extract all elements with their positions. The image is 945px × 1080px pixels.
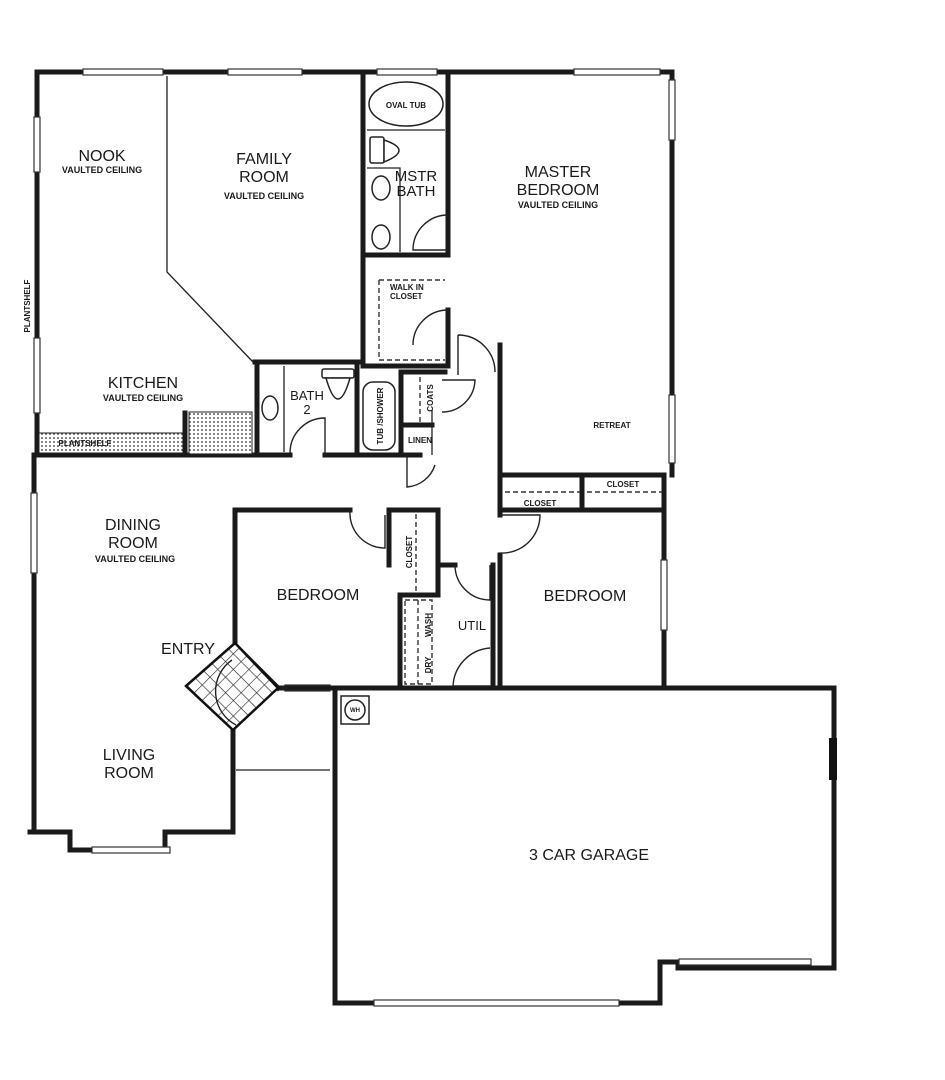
plantshelves [38, 410, 253, 458]
water-heater-icon [344, 699, 366, 721]
label-mstr-bath-1: MSTR [395, 168, 438, 185]
label-master-bedroom-1: MASTER [525, 164, 592, 181]
label-living-1: LIVING [103, 747, 155, 764]
label-nook: NOOK [78, 148, 125, 165]
label-master-bedroom-note: VAULTED CEILING [518, 200, 598, 210]
label-dining-2: ROOM [108, 535, 158, 552]
label-walk-in-1: WALK IN [390, 283, 424, 292]
windows [30, 68, 837, 1007]
label-bedroom-2: BEDROOM [277, 587, 360, 604]
label-wash: WASH [424, 613, 433, 637]
label-garage: 3 CAR GARAGE [529, 847, 649, 864]
fixtures [261, 81, 444, 725]
label-closet-master-2: CLOSET [524, 499, 557, 508]
tub-shower [362, 381, 396, 451]
closet-rods [378, 279, 662, 685]
label-linen: LINEN [408, 436, 432, 445]
label-bath-2-2: 2 [303, 402, 310, 417]
label-bedroom-2-closet: CLOSET [405, 536, 414, 569]
label-family-room-2: ROOM [239, 169, 289, 186]
label-kitchen: KITCHEN [108, 375, 178, 392]
label-bedroom-3: BEDROOM [544, 588, 627, 605]
label-oval-tub: OVAL TUB [386, 101, 426, 110]
label-dining-note: VAULTED CEILING [95, 554, 175, 564]
label-kitchen-note: VAULTED CEILING [103, 393, 183, 403]
label-entry: ENTRY [161, 641, 215, 658]
label-master-bedroom-2: BEDROOM [517, 182, 600, 199]
label-closet-master-1: CLOSET [607, 480, 640, 489]
label-nook-note: VAULTED CEILING [62, 165, 142, 175]
label-dry: DRY [424, 656, 433, 673]
entry-tile [184, 641, 280, 732]
label-bath-2-1: BATH [290, 388, 324, 403]
label-family-room-note: VAULTED CEILING [224, 191, 304, 201]
label-living-2: ROOM [104, 765, 154, 782]
room-labels: NOOK VAULTED CEILING FAMILY ROOM VAULTED… [23, 101, 649, 864]
doors [289, 214, 541, 687]
label-util: UTIL [458, 618, 486, 633]
label-plantshelf-side: PLANTSHELF [23, 279, 32, 332]
label-water-heater: WH [350, 708, 360, 714]
label-dining-1: DINING [105, 517, 161, 534]
label-tub-shower: TUB /SHOWER [376, 387, 385, 444]
label-family-room-1: FAMILY [236, 151, 292, 168]
label-coats: COATS [426, 384, 435, 412]
label-walk-in-2: CLOSET [390, 292, 423, 301]
label-plantshelf-bottom: PLANTSHELF [59, 439, 112, 448]
oval-tub [368, 81, 444, 127]
label-retreat: RETREAT [593, 421, 630, 430]
interior-walls [34, 69, 667, 771]
label-mstr-bath-2: BATH [397, 183, 436, 200]
